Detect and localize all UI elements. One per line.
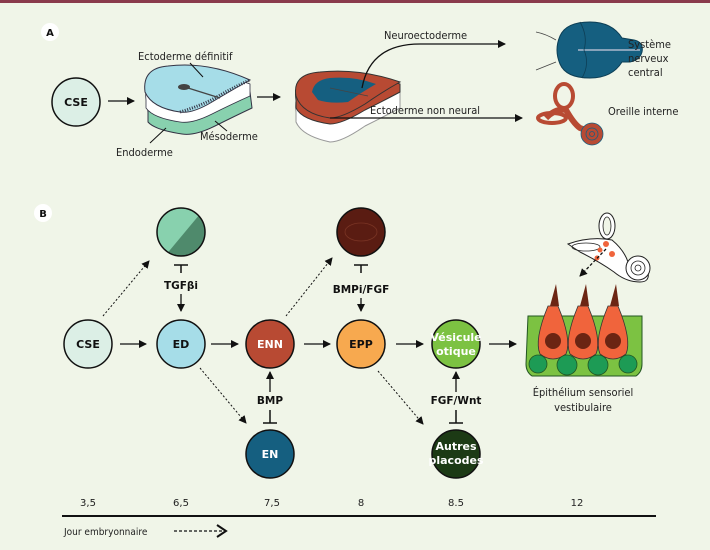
hair-cell	[537, 305, 629, 360]
label-mesoderme: Mésoderme	[200, 130, 258, 143]
panel-b-badge	[34, 204, 52, 222]
top-border	[0, 0, 710, 3]
ed-node-label: ED	[173, 338, 190, 351]
enn-node	[245, 319, 295, 369]
bmp-signal: BMP	[257, 371, 283, 424]
timeline-axis-label: Jour embryonnaire	[63, 527, 148, 538]
vesicule-otique-node	[431, 319, 481, 369]
epithelium-label-line2: vestibulaire	[554, 401, 612, 414]
label-ectoderme-definitif: Ectoderme définitif	[138, 50, 233, 63]
enn-node-label: ENN	[257, 338, 283, 351]
panel-b-label: B	[39, 209, 47, 220]
panel-b: B TGFβi BMPi/FGF CSE ED	[34, 204, 656, 538]
vesicule-label-line2: otique	[436, 345, 476, 358]
cse-node-b-label: CSE	[76, 338, 100, 351]
dotted-arrow-epp-down	[377, 370, 424, 425]
neurula-embryo-illustration	[295, 70, 402, 143]
cse-node-a	[51, 77, 101, 127]
label-ectoderme-non-neural: Ectoderme non neural	[370, 104, 480, 117]
mesendoderm-node	[156, 207, 206, 257]
autres-placodes-node	[431, 429, 481, 479]
brain-illustration	[535, 21, 643, 79]
ed-node	[156, 319, 206, 369]
autres-label-line2: placodes	[428, 454, 483, 467]
trilaminar-embryo-illustration	[144, 64, 253, 135]
day-label: 8	[358, 498, 364, 509]
label-snc-line2: nerveux	[628, 52, 669, 65]
panel-a: A CSE Ectoderme définitif Mésoderme Endo…	[41, 21, 678, 159]
en-node-label: EN	[262, 448, 279, 461]
label-neuroectoderme: Neuroectoderme	[384, 29, 467, 42]
panel-a-label: A	[46, 28, 54, 39]
en-node	[245, 429, 295, 479]
day-label: 7,5	[264, 498, 280, 509]
cse-node-a-label: CSE	[64, 96, 88, 109]
sensory-epithelium-illustration	[525, 284, 643, 377]
timeline: 3,5 6,5 7,5 8 8.5 12 Jour embryonnaire	[62, 498, 656, 538]
epp-node	[336, 319, 386, 369]
inner-ear-sketch	[566, 212, 651, 283]
tgfb-inhibition: TGFβi	[164, 264, 198, 312]
label-snc-line1: Système	[628, 38, 671, 51]
signal-tgfb: TGFβi	[164, 280, 198, 292]
day-label: 8.5	[448, 498, 464, 509]
bmpi-fgf-inhibition: BMPi/FGF	[333, 264, 390, 312]
neural-node	[336, 207, 386, 257]
dotted-arrow-enn-up	[285, 257, 333, 317]
day-label: 12	[571, 498, 584, 509]
inner-ear-illustration	[536, 82, 604, 146]
dotted-arrow-cse-up	[102, 260, 150, 317]
label-endoderme: Endoderme	[116, 146, 173, 159]
epp-node-label: EPP	[349, 338, 373, 351]
signal-bmp: BMP	[257, 395, 283, 407]
epithelium-label-line1: Épithélium sensoriel	[533, 386, 633, 399]
vesicule-label-line1: Vésicule	[430, 331, 481, 344]
signal-fgf-wnt: FGF/Wnt	[431, 395, 482, 407]
fgf-wnt-signal: FGF/Wnt	[431, 371, 482, 424]
cse-node-b	[63, 319, 113, 369]
label-snc-line3: central	[628, 66, 663, 79]
arrow-neuroectoderme	[361, 40, 506, 89]
day-label: 3,5	[80, 498, 96, 509]
day-label: 6,5	[173, 498, 189, 509]
signal-bmpi-fgf: BMPi/FGF	[333, 284, 390, 296]
panel-a-badge	[41, 23, 59, 41]
dotted-arrow-ed-down	[199, 367, 247, 424]
label-oreille-interne: Oreille interne	[608, 105, 678, 118]
autres-label-line1: Autres	[435, 440, 476, 453]
